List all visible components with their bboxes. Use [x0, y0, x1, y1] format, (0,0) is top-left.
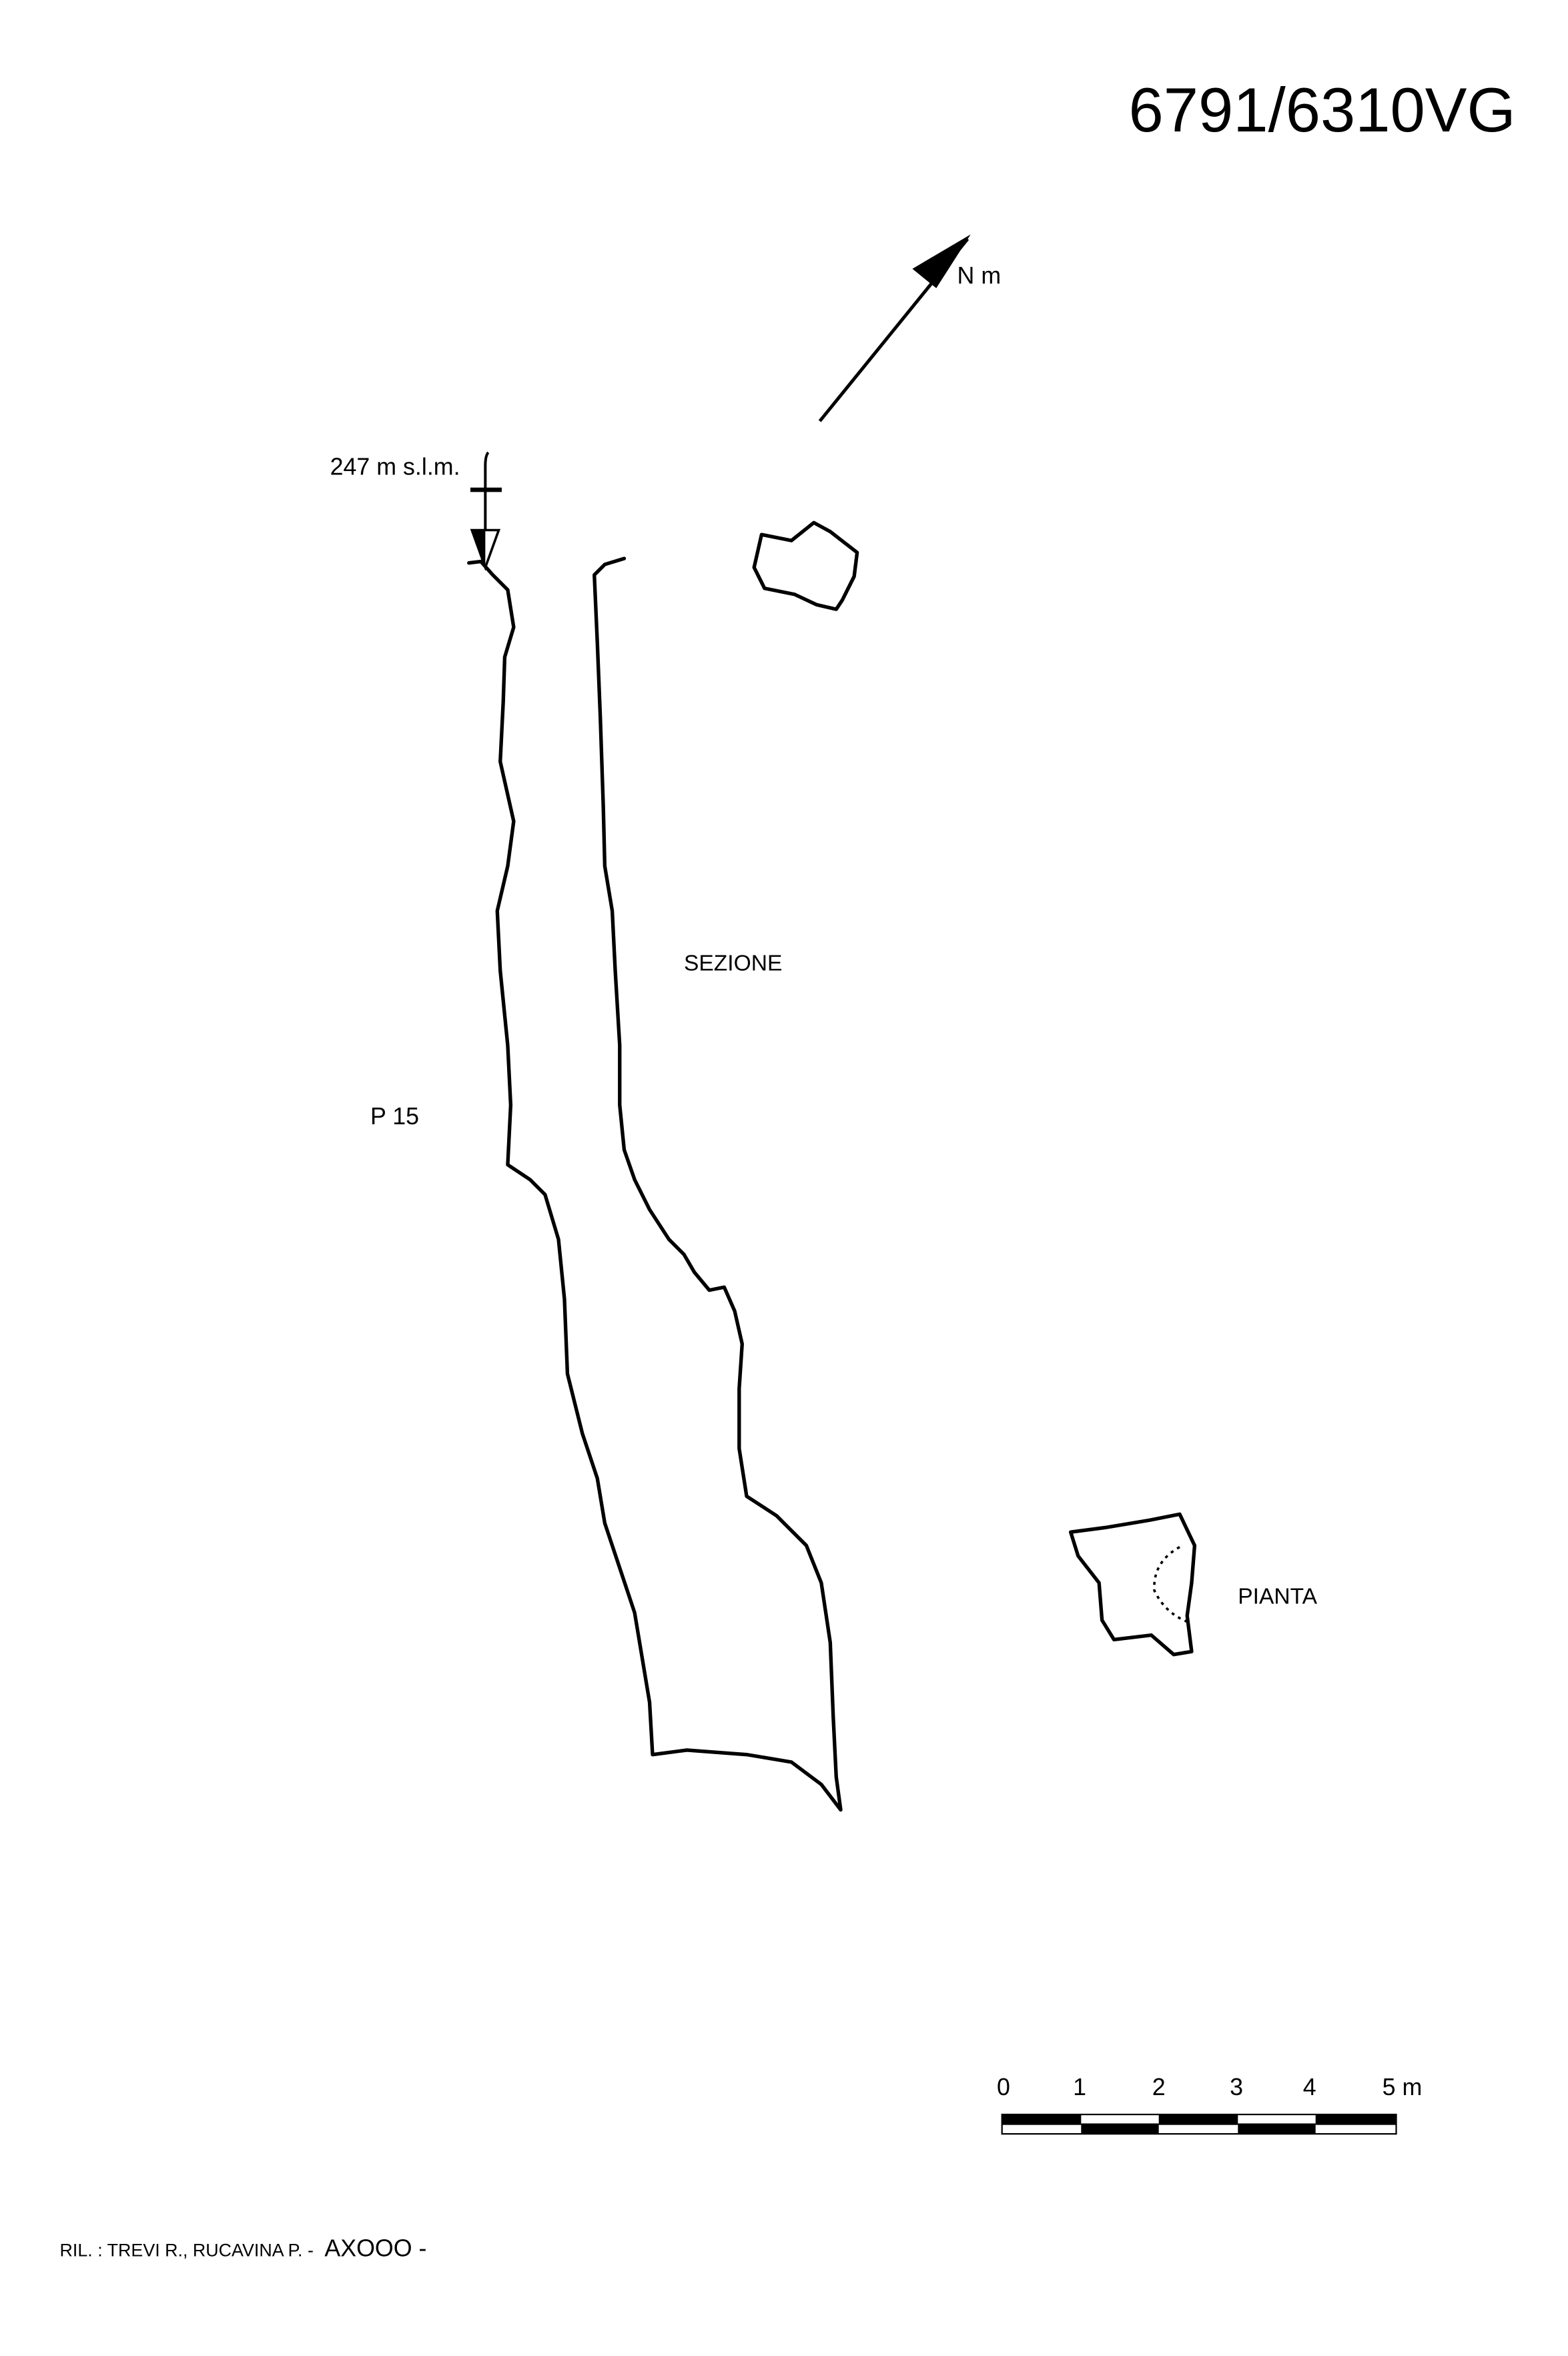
plan-label: PIANTA: [1238, 1585, 1317, 1609]
north-label: N m: [957, 262, 1002, 289]
pit-label: P 15: [370, 1103, 419, 1130]
credits-line: RIL. : TREVI R., RUCAVINA P. - AXOOO -: [60, 2235, 427, 2262]
section-left-wall: [467, 556, 843, 1812]
scale-tick-3: 3: [1230, 2074, 1243, 2100]
plan-dotted-line: [1153, 1546, 1188, 1623]
scale-tick-0: 0: [997, 2074, 1010, 2100]
plan-outline: [1068, 1512, 1197, 1657]
entrance-arrow-icon: [470, 451, 502, 571]
cave-id-title: 6791/6310VG: [1129, 75, 1516, 145]
scale-tick-1: 1: [1073, 2074, 1086, 2100]
section-label: SEZIONE: [684, 951, 782, 976]
scale-tick-4: 4: [1303, 2074, 1316, 2100]
entrance-plan-outline: [752, 520, 859, 611]
scale-bar: 0 1 2 3 4 5 m: [997, 2074, 1423, 2135]
credits-surveyors: RIL. : TREVI R., RUCAVINA P. -: [60, 2241, 314, 2261]
credits-code: AXOOO -: [324, 2235, 426, 2262]
elevation-label: 247 m s.l.m.: [330, 454, 460, 480]
scale-tick-2: 2: [1152, 2074, 1166, 2100]
north-arrow-icon: [818, 234, 971, 422]
scale-tick-5: 5 m: [1383, 2074, 1423, 2100]
